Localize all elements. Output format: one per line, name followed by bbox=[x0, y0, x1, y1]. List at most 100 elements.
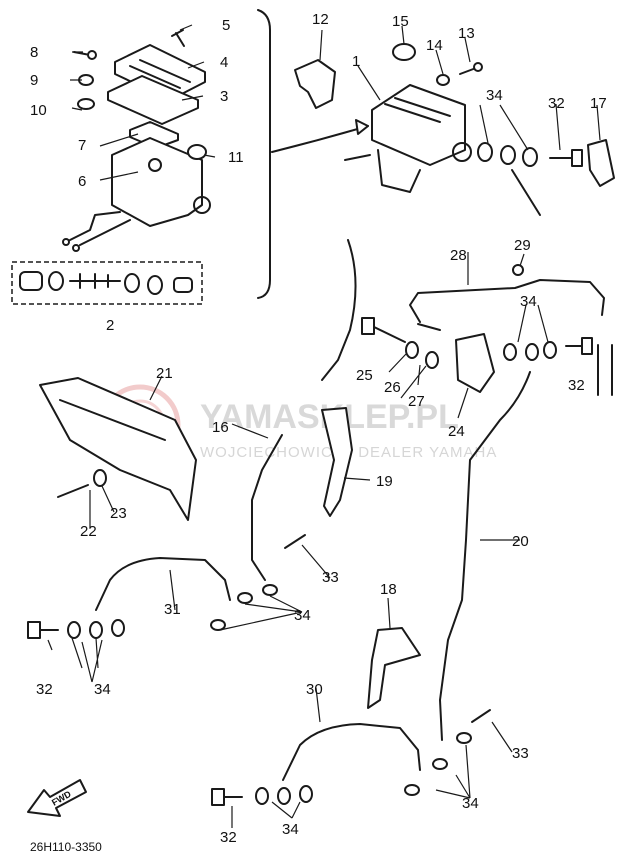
washer-34-i bbox=[111, 619, 125, 637]
piston-kit-boot bbox=[19, 271, 43, 291]
callout-3: 3 bbox=[220, 88, 228, 105]
washer-10-part bbox=[77, 98, 95, 110]
washer-34-g bbox=[67, 621, 81, 639]
clip-29-part bbox=[512, 264, 524, 276]
callout-1: 1 bbox=[352, 53, 360, 70]
callout-11: 11 bbox=[228, 149, 244, 166]
diaphragm-part bbox=[107, 75, 199, 125]
callout-32-right: 32 bbox=[568, 377, 585, 394]
screw-13-part bbox=[459, 67, 477, 75]
callout-20: 20 bbox=[512, 533, 529, 550]
screw-8-head bbox=[87, 50, 97, 60]
washer-34-b bbox=[500, 145, 516, 165]
screw-5-part bbox=[171, 29, 185, 47]
washer-34-j bbox=[210, 619, 226, 631]
fitting-right-part bbox=[597, 344, 613, 396]
group-divider-bracket bbox=[257, 9, 271, 299]
bolt-32-mid-head bbox=[581, 337, 593, 355]
callout-17: 17 bbox=[590, 95, 607, 112]
wire-terminal-a bbox=[62, 238, 70, 246]
callout-16: 16 bbox=[212, 419, 229, 436]
hose-20-line bbox=[439, 371, 531, 741]
washer-34-d bbox=[503, 343, 517, 361]
callout-5: 5 bbox=[222, 17, 230, 34]
callout-10: 10 bbox=[30, 102, 47, 119]
brake-hose-16 bbox=[251, 239, 357, 581]
stay-21-part bbox=[39, 377, 197, 521]
hose-30-line bbox=[282, 723, 421, 781]
washer-34-f bbox=[543, 341, 557, 359]
forward-arrow: FWD bbox=[27, 779, 87, 817]
piston-kit-piston bbox=[69, 273, 121, 289]
wire-terminal-b bbox=[72, 244, 80, 252]
callout-14: 14 bbox=[426, 37, 443, 54]
washer-34-e bbox=[525, 343, 539, 361]
forward-arrow-shape bbox=[27, 779, 87, 817]
callout-6: 6 bbox=[78, 173, 86, 190]
washer-26-part bbox=[405, 341, 419, 359]
bolt-32-bottom-head bbox=[211, 788, 225, 806]
bolt-25-head bbox=[361, 317, 375, 335]
callout-18: 18 bbox=[380, 581, 397, 598]
callout-34-top: 34 bbox=[486, 87, 503, 104]
piston-kit-frame bbox=[11, 261, 203, 305]
callout-32-top: 32 bbox=[548, 95, 565, 112]
callout-34-right: 34 bbox=[462, 795, 479, 812]
callout-24: 24 bbox=[448, 423, 465, 440]
callout-21: 21 bbox=[156, 365, 173, 382]
callout-22: 22 bbox=[80, 523, 97, 540]
washer-34-l bbox=[262, 584, 278, 596]
piston-kit-washer bbox=[147, 275, 163, 295]
hose-16-lower bbox=[251, 434, 283, 581]
callout-28: 28 bbox=[450, 247, 467, 264]
washer-34-r bbox=[456, 732, 472, 744]
washer-23-part bbox=[93, 469, 107, 487]
washer-34-p bbox=[404, 784, 420, 796]
washer-34-k bbox=[237, 592, 253, 604]
callout-30: 30 bbox=[306, 681, 323, 698]
callout-34-hose31: 34 bbox=[294, 607, 311, 624]
cap-15-part bbox=[392, 43, 416, 61]
master-cylinder-bolt-hole bbox=[148, 158, 162, 172]
switch-wires bbox=[69, 211, 131, 246]
master-assembly-body-part bbox=[371, 84, 466, 166]
master-assembly-cap-lines bbox=[384, 97, 451, 123]
bolt-32-top-head bbox=[571, 149, 583, 167]
callout-23: 23 bbox=[110, 505, 127, 522]
reservoir-cap-part bbox=[114, 44, 206, 101]
washer-34-n bbox=[277, 787, 291, 805]
brake-pipe-28-part bbox=[409, 279, 605, 323]
ring-11-part bbox=[187, 144, 207, 160]
bolt-33-upper-part bbox=[284, 534, 306, 549]
callout-9: 9 bbox=[30, 72, 38, 89]
callout-27: 27 bbox=[408, 393, 425, 410]
piston-kit-seal-b bbox=[124, 273, 140, 293]
master-assembly-wires bbox=[344, 154, 371, 161]
callout-32-left: 32 bbox=[36, 681, 53, 698]
callout-34-left: 34 bbox=[94, 681, 111, 698]
callout-15: 15 bbox=[392, 13, 409, 30]
master-cylinder-port bbox=[193, 196, 211, 214]
callout-34-mid: 34 bbox=[520, 293, 537, 310]
callout-29: 29 bbox=[514, 237, 531, 254]
callout-33-lower: 33 bbox=[512, 745, 529, 762]
washer-27-part bbox=[425, 351, 439, 369]
pipe-flare-nut bbox=[417, 323, 441, 331]
callout-labels: 1 2 3 4 5 6 7 8 9 10 11 12 13 14 15 16 1… bbox=[30, 11, 607, 846]
master-assembly-port bbox=[452, 142, 472, 162]
bolt-33-lower-part bbox=[471, 709, 491, 723]
stay-21 bbox=[39, 377, 197, 521]
hose-end-17-part bbox=[587, 139, 615, 187]
hose-31-line bbox=[95, 557, 231, 611]
piston-kit-seal-a bbox=[48, 271, 64, 291]
callout-32-bottom: 32 bbox=[220, 829, 237, 846]
washer-34-m bbox=[255, 787, 269, 805]
stay-18-part bbox=[367, 627, 421, 709]
assembly-arrow-head bbox=[355, 119, 369, 135]
callout-2: 2 bbox=[106, 317, 114, 334]
bolt-32-left-head bbox=[27, 621, 41, 639]
callout-34-hose30: 34 bbox=[282, 821, 299, 838]
washer-34-h bbox=[89, 621, 103, 639]
brake-hose-31 bbox=[27, 534, 306, 639]
